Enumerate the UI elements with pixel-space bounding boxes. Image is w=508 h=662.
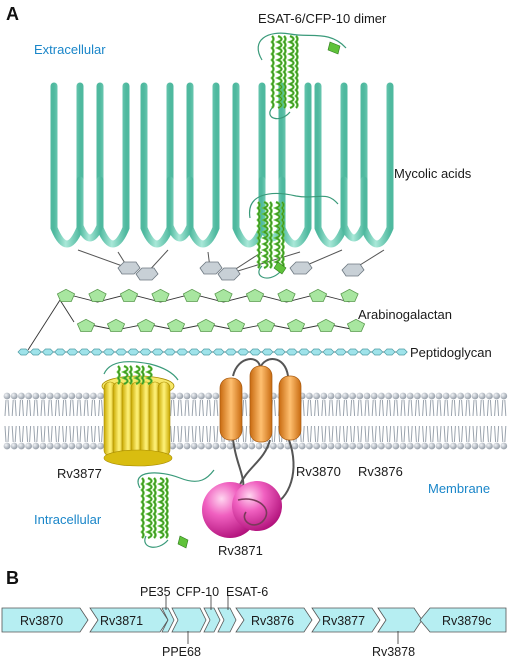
peptidoglycan-label: Peptidoglycan	[410, 345, 492, 360]
gene-arrow-rv3876: Rv3876	[235, 607, 313, 633]
rv3870-label: Rv3870	[296, 464, 341, 479]
ribbon-protein-icon	[103, 32, 347, 549]
intracellular-label: Intracellular	[34, 512, 102, 527]
panel-b-label: B	[6, 568, 19, 588]
gene-arrow-rv3870: Rv3870	[1, 607, 89, 633]
gene-arrow-rv3879c: Rv3879c	[419, 607, 507, 633]
rv3870-transmembrane	[219, 358, 302, 521]
mycolic-acids-label: Mycolic acids	[394, 166, 472, 181]
rv3871-label: Rv3871	[218, 543, 263, 558]
gene-arrow-rv3871: Rv3871	[89, 607, 169, 633]
mycolic-acid-layer	[50, 82, 394, 248]
extracellular-label: Extracellular	[34, 42, 106, 57]
rv3877-channel	[101, 375, 175, 467]
gene-arrow-ppe68	[171, 607, 207, 633]
gene-arrow-esat6	[217, 607, 237, 633]
svg-text:Rv3879c: Rv3879c	[442, 614, 491, 628]
gene-arrow-rv3877: Rv3877	[311, 607, 381, 633]
peptidoglycan-layer	[17, 348, 408, 356]
svg-text:Rv3870: Rv3870	[20, 614, 63, 628]
arabinogalactan-label: Arabinogalactan	[358, 307, 452, 322]
rv3877-label: Rv3877	[57, 466, 102, 481]
mycolic-anchor-links	[77, 249, 385, 281]
esat6-label: ESAT-6	[226, 585, 268, 599]
membrane-label: Membrane	[428, 481, 490, 496]
esat-dimer-label: ESAT-6/CFP-10 dimer	[258, 11, 387, 26]
rv3871-atpase	[202, 481, 282, 538]
gene-arrow-rv3878	[377, 607, 423, 633]
gene-arrow-pe35	[161, 607, 175, 633]
panel-a-label: A	[6, 4, 19, 24]
pe35-label: PE35	[140, 585, 171, 599]
rv3876-label: Rv3876	[358, 464, 403, 479]
svg-text:Rv3876: Rv3876	[251, 614, 294, 628]
svg-text:Rv3871: Rv3871	[100, 614, 143, 628]
cfp10-label: CFP-10	[176, 585, 219, 599]
ppe68-label: PPE68	[162, 645, 201, 659]
svg-text:Rv3877: Rv3877	[322, 614, 365, 628]
arabinogalactan-chain	[27, 288, 366, 351]
gene-arrow-cfp10	[203, 607, 221, 633]
rv3878-label: Rv3878	[372, 645, 415, 659]
gene-map: Rv3870 Rv3871 Rv3876 Rv3877	[1, 585, 507, 659]
